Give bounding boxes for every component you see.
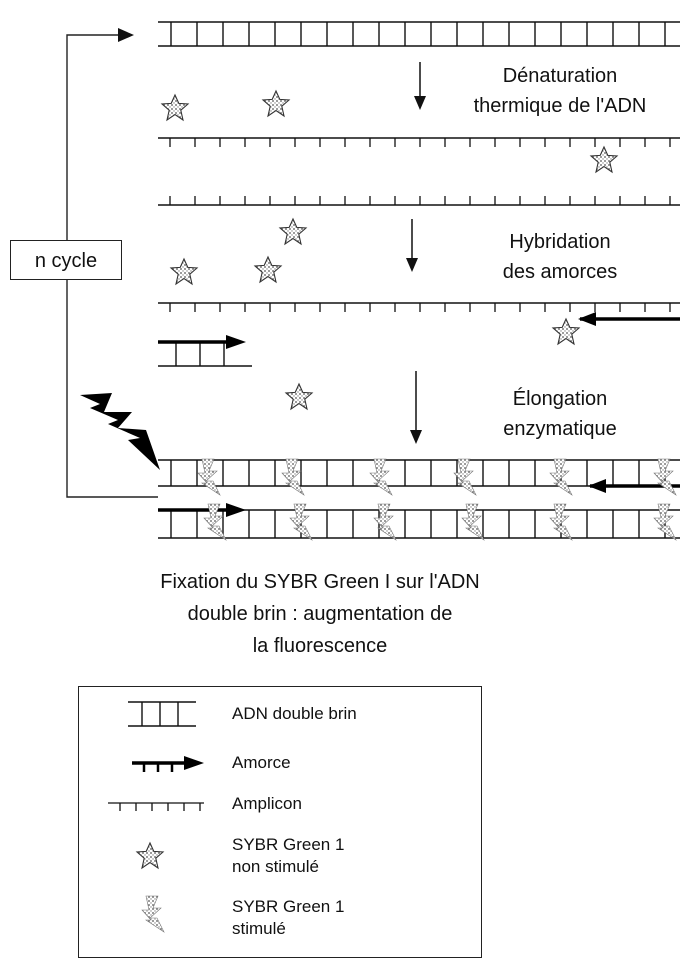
- legend-icons: [108, 701, 204, 933]
- legend-label-sybr-stimulated-line1: SYBR Green 1: [232, 897, 345, 916]
- double-strand-dna-icon: [128, 701, 196, 727]
- step-hybridation-line2: des amorces: [502, 261, 618, 283]
- legend-label-primer: Amorce: [232, 753, 291, 772]
- step-elongation-line2: enzymatique: [503, 418, 617, 440]
- legend-label-dna: ADN double brin: [232, 704, 357, 723]
- stimulated-sybr-flashes: [197, 458, 677, 541]
- legend-label-sybr-unstimulated-line1: SYBR Green 1: [232, 835, 345, 854]
- legend-label-amplicon: Amplicon: [232, 794, 302, 813]
- step-elongation-line1: Élongation: [512, 388, 608, 410]
- amplicon-icon: [108, 802, 204, 811]
- step-denaturation-label: Dénaturation thermique de l'ADN: [440, 61, 680, 121]
- caption-line2: double brin : augmentation de: [187, 603, 453, 625]
- step-denaturation-line2: thermique de l'ADN: [473, 95, 647, 117]
- step-hybridation-line1: Hybridation: [509, 231, 611, 253]
- step-arrows: [406, 62, 426, 444]
- legend-label-sybr-unstimulated: SYBR Green 1 non stimulé: [232, 834, 344, 878]
- fluorescence-lightning-icon: [80, 393, 160, 470]
- legend-label-sybr-unstimulated-line2: non stimulé: [232, 857, 319, 876]
- legend: [78, 686, 482, 958]
- step-elongation-label: Élongation enzymatique: [440, 384, 680, 444]
- caption-line1: Fixation du SYBR Green I sur l'ADN: [160, 571, 480, 593]
- caption-line3: la fluorescence: [252, 635, 388, 657]
- step-hybridation-label: Hybridation des amorces: [440, 227, 680, 287]
- step-denaturation-line1: Dénaturation: [502, 65, 618, 87]
- dna-strands: [158, 21, 680, 539]
- legend-label-sybr-stimulated: SYBR Green 1 stimulé: [232, 896, 344, 940]
- legend-label-sybr-stimulated-line2: stimulé: [232, 919, 286, 938]
- caption: Fixation du SYBR Green I sur l'ADN doubl…: [130, 566, 510, 662]
- primer-arrow-icon: [132, 756, 204, 772]
- cycle-count-label: n cycle: [10, 240, 122, 280]
